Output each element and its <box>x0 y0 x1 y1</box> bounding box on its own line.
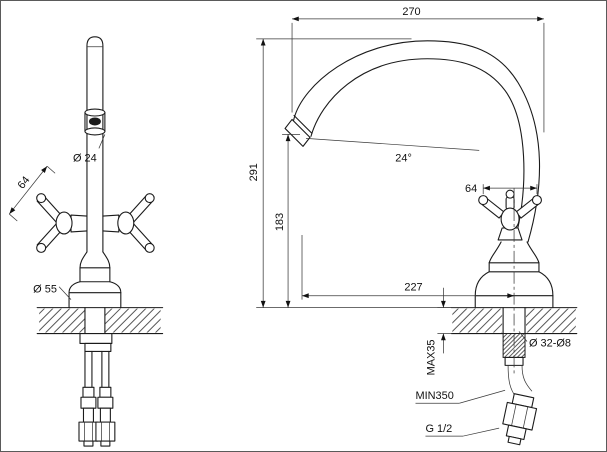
side-dimensions: 270 291 183 24° 64 227 <box>248 6 571 437</box>
thread-size-label: G 1/2 <box>425 423 452 435</box>
base-diameter-label: Ø 55 <box>33 284 57 296</box>
side-view: 270 291 183 24° 64 227 <box>248 6 578 446</box>
side-countertop <box>450 307 578 335</box>
side-handle <box>478 189 542 241</box>
side-aerator <box>284 114 313 147</box>
spout-reach-label: 227 <box>404 282 422 294</box>
handle-length-label: 64 <box>16 174 33 191</box>
spout-diameter-label: Ø 24 <box>73 152 97 164</box>
front-left-handle <box>36 193 88 253</box>
spout-height-label: 183 <box>274 213 286 231</box>
front-view: Ø 24 64 Ø 55 <box>9 36 164 447</box>
max-counter-thickness-label: MAX35 <box>425 339 437 375</box>
side-spout-inner <box>310 58 525 241</box>
front-aerator <box>84 108 106 136</box>
mounting-hole-label: Ø 32-Ø8 <box>529 337 571 349</box>
front-hose-fitting-left <box>78 386 99 447</box>
spout-angle-label: 24° <box>395 152 412 164</box>
front-underside <box>78 332 116 447</box>
overall-width-label: 270 <box>402 6 420 18</box>
side-hose-fitting <box>502 393 538 446</box>
handle-width-label: 64 <box>465 183 477 195</box>
front-countertop <box>36 307 164 335</box>
front-hose-fitting-right <box>95 386 116 447</box>
front-body <box>68 251 122 309</box>
side-spout-outer <box>292 40 540 243</box>
front-dimensions: Ø 24 64 Ø 55 <box>9 134 106 300</box>
overall-height-label: 291 <box>248 163 260 181</box>
front-right-handle <box>102 193 155 253</box>
front-spout-tube <box>86 36 104 253</box>
side-underside <box>502 188 538 446</box>
min-hose-length-label: MIN350 <box>416 390 454 402</box>
